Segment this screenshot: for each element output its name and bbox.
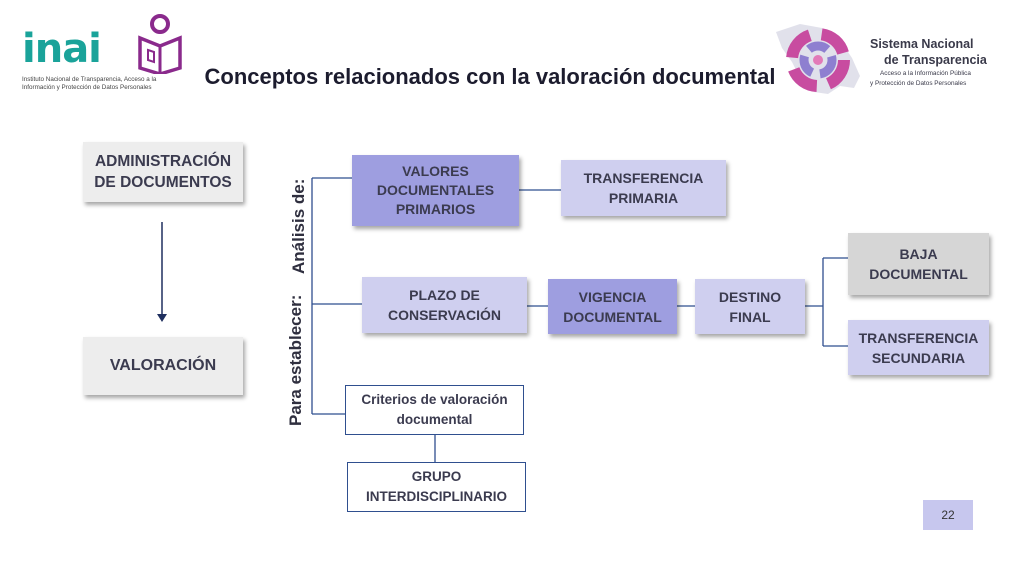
node-plazo: PLAZO DE CONSERVACIÓN bbox=[362, 277, 527, 333]
node-valoracion: VALORACIÓN bbox=[83, 337, 243, 395]
node-baja: BAJA DOCUMENTAL bbox=[848, 233, 989, 295]
inai-subtitle: Instituto Nacional de Transparencia, Acc… bbox=[22, 76, 157, 91]
page-title: Conceptos relacionados con la valoración… bbox=[204, 64, 776, 89]
inai-book-person-icon bbox=[138, 14, 182, 74]
node-destino: DESTINO FINAL bbox=[695, 279, 805, 334]
inai-logo: inai Instituto Nacional de Transparencia… bbox=[22, 14, 182, 100]
snt-line-1: Sistema Nacional bbox=[870, 37, 974, 51]
snt-line-2: de Transparencia bbox=[884, 53, 987, 67]
arrow-head bbox=[157, 314, 167, 322]
snt-map-logo-icon bbox=[776, 24, 860, 94]
snt-line-3: Acceso a la Información Pública bbox=[880, 70, 971, 77]
node-vigencia: VIGENCIA DOCUMENTAL bbox=[548, 279, 677, 334]
node-grupo: GRUPO INTERDISCIPLINARIO bbox=[347, 462, 526, 512]
node-transferencia-primaria: TRANSFERENCIA PRIMARIA bbox=[561, 160, 726, 216]
snt-logo-text: Sistema Nacional de Transparencia Acceso… bbox=[870, 36, 1020, 88]
node-transferencia-secundaria: TRANSFERENCIA SECUNDARIA bbox=[848, 320, 989, 375]
node-administracion: ADMINISTRACIÓN DE DOCUMENTOS bbox=[83, 142, 243, 202]
inai-wordmark: inai bbox=[22, 26, 102, 72]
snt-line-4: y Protección de Datos Personales bbox=[870, 80, 967, 87]
label-analisis: Análisis de: bbox=[289, 178, 308, 274]
label-para-establecer: Para establecer: bbox=[286, 294, 305, 426]
page-number: 22 bbox=[923, 500, 973, 530]
node-valores-primarios: VALORES DOCUMENTALES PRIMARIOS bbox=[352, 155, 519, 226]
node-criterios: Criterios de valoración documental bbox=[345, 385, 524, 435]
